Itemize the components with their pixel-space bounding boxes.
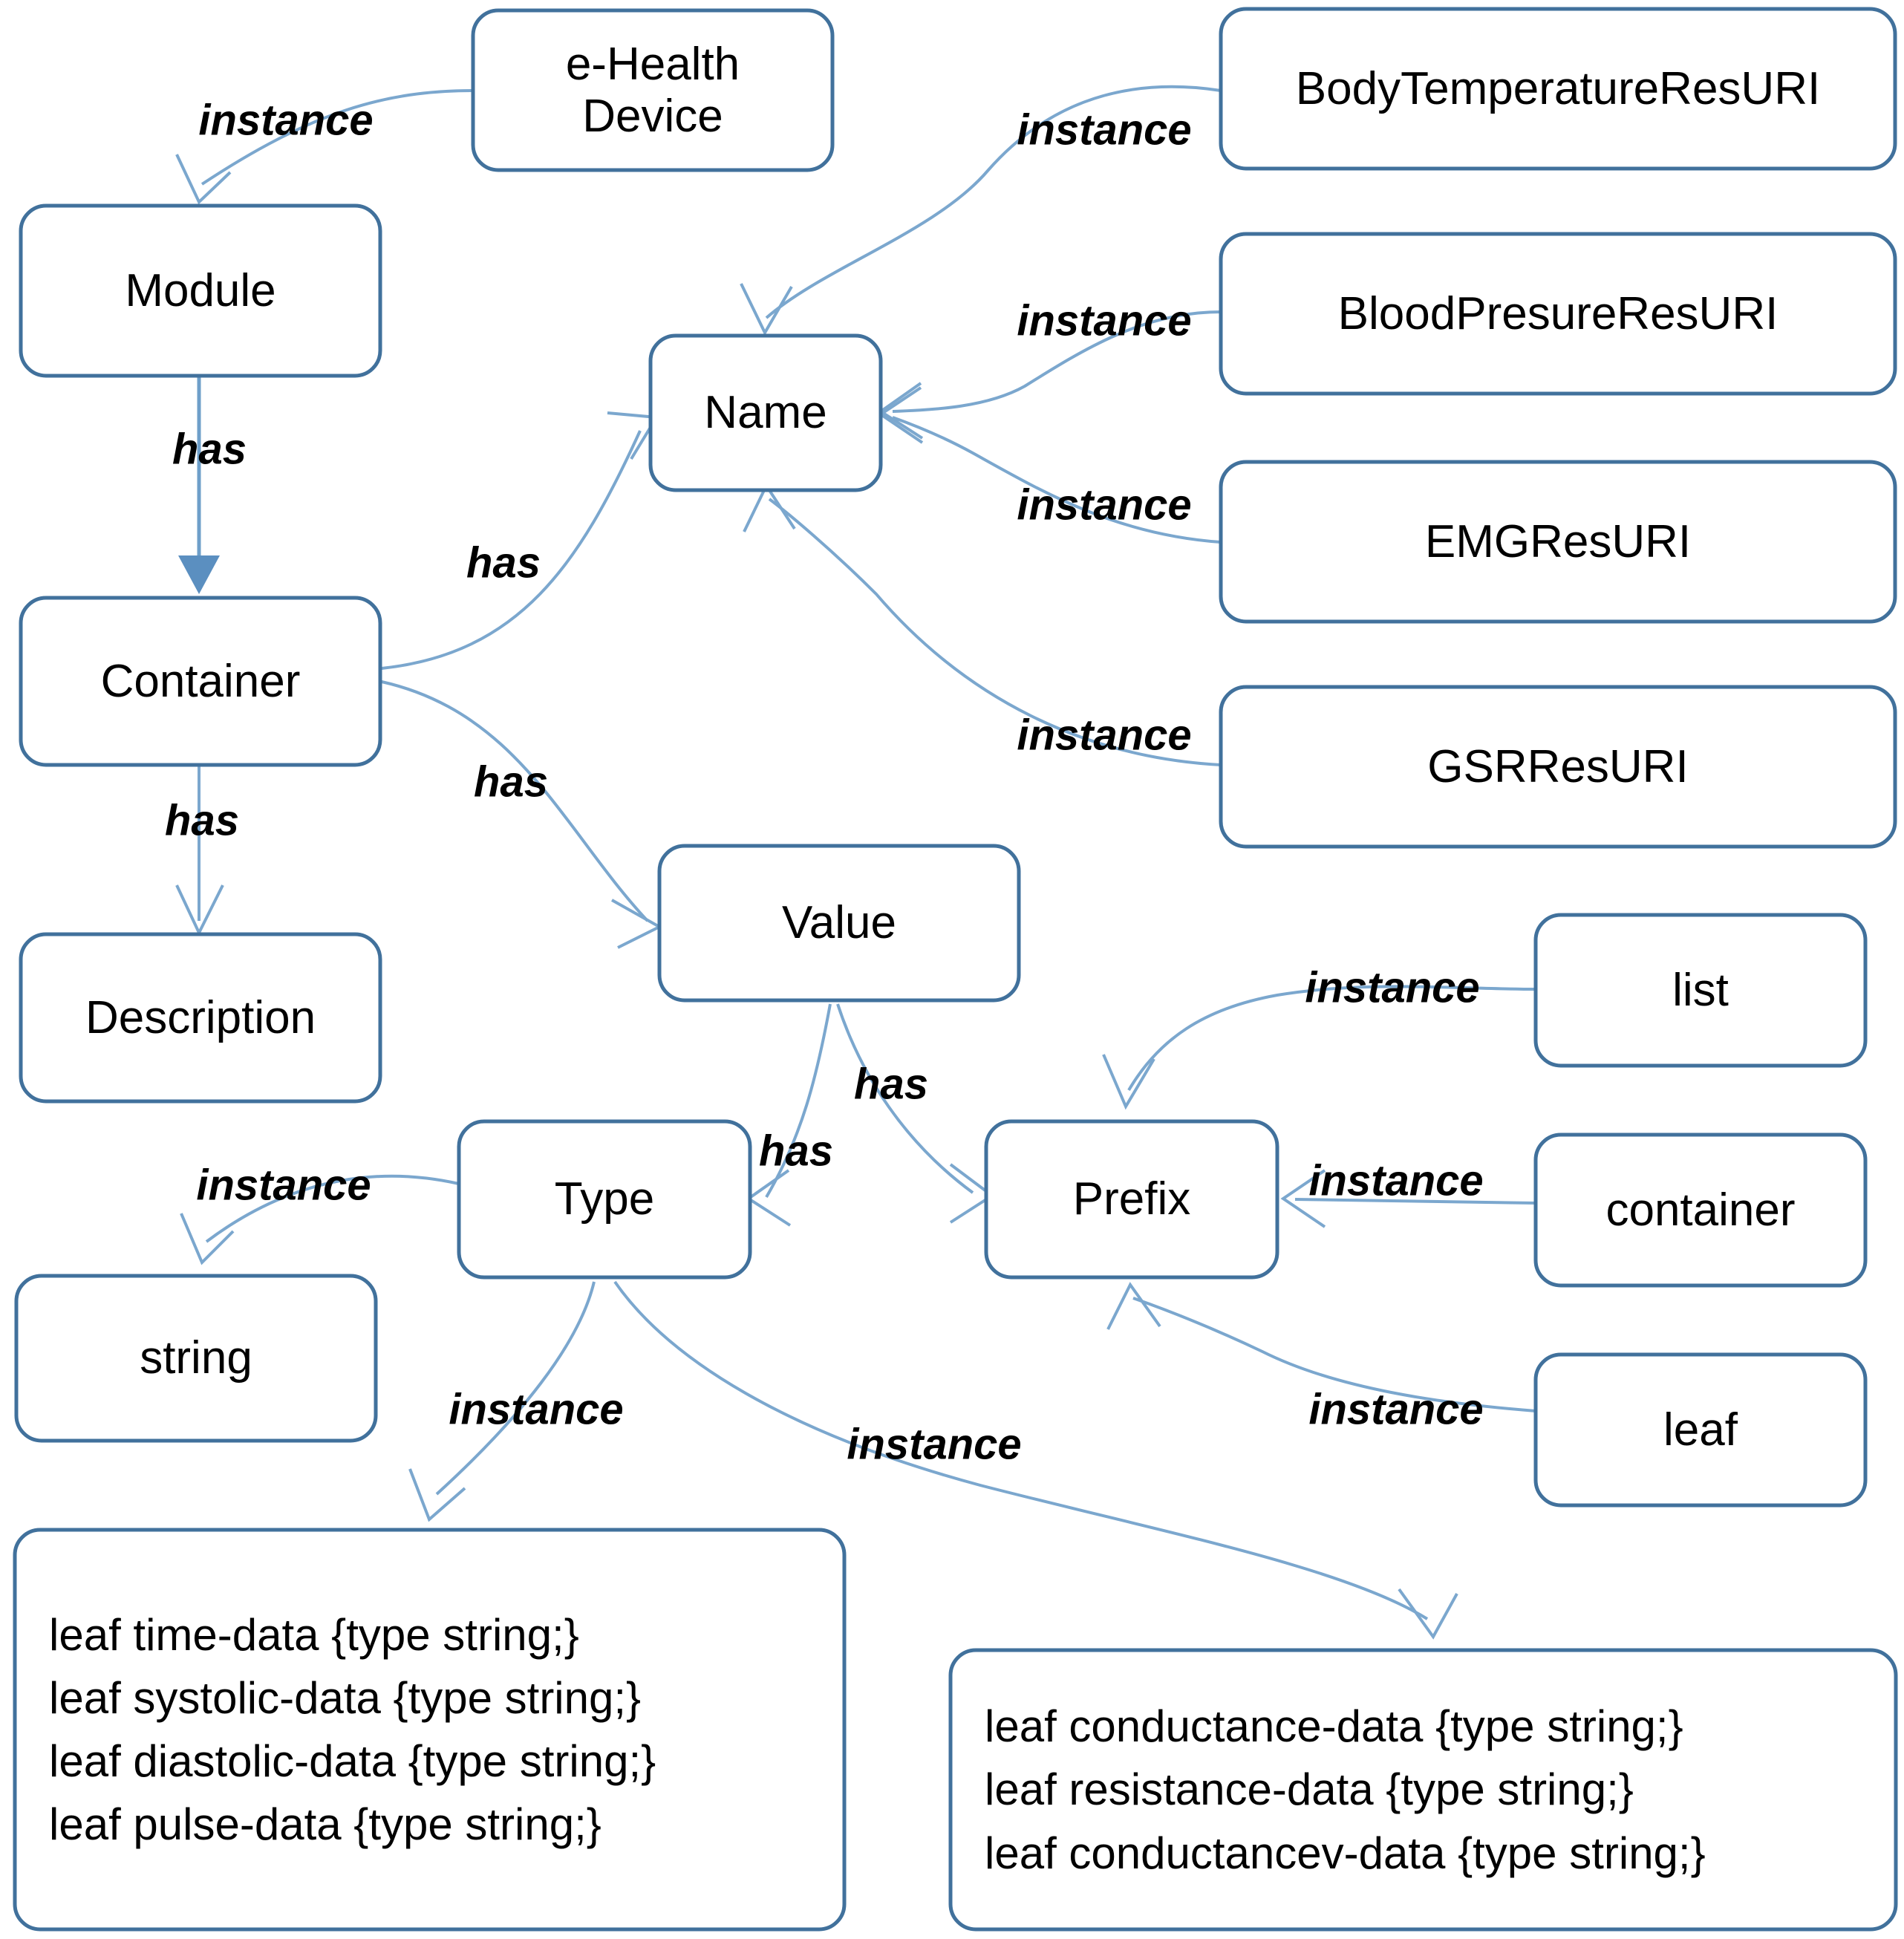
edge-label-instance-type-string: instance	[196, 1161, 371, 1210]
edge-value-prefix	[836, 1003, 995, 1224]
node-string[interactable]	[14, 1274, 378, 1443]
edge-value-type	[746, 1003, 832, 1227]
edge-label-instance-leaf-prefix: instance	[1308, 1385, 1484, 1434]
edge-label-instance-bodytemp-name: instance	[1017, 105, 1192, 154]
edge-type-gsrleaves	[613, 1280, 1458, 1640]
node-type[interactable]	[457, 1119, 752, 1280]
node-gsr-resuri[interactable]	[1219, 685, 1897, 849]
edge-type-bpleaves	[408, 1281, 596, 1522]
node-ehealth-device[interactable]	[471, 8, 835, 172]
edge-type-string	[180, 1174, 460, 1265]
edge-label-instance-gsr-name: instance	[1017, 711, 1192, 760]
node-leaf[interactable]	[1533, 1352, 1868, 1508]
node-gsr-leaves[interactable]	[948, 1648, 1898, 1932]
edge-module-container	[178, 377, 220, 594]
edge-bodytemp-name	[740, 85, 1222, 336]
edge-label-instance-type-gsrleaves: instance	[847, 1420, 1022, 1469]
node-rects	[13, 7, 1898, 1932]
edge-label-instance-container-prefix: instance	[1308, 1156, 1484, 1205]
node-bloodpresure-resuri[interactable]	[1219, 232, 1897, 396]
edge-container-description	[175, 766, 224, 936]
edge-label-instance-list-prefix: instance	[1305, 963, 1480, 1012]
edge-label-has-value-prefix: has	[854, 1060, 928, 1109]
edge-label-has-value-type: has	[759, 1127, 833, 1176]
edge-label-has-container-value: has	[474, 757, 548, 806]
edge-label-instance-bloodpresure-name: instance	[1017, 296, 1192, 345]
node-container[interactable]	[19, 596, 382, 767]
node-prefix[interactable]	[984, 1119, 1279, 1280]
node-value[interactable]	[657, 844, 1021, 1003]
edge-list-prefix	[1102, 985, 1536, 1110]
node-bloodpressure-leaves[interactable]	[13, 1528, 847, 1932]
node-list[interactable]	[1533, 913, 1868, 1068]
node-container-leaf[interactable]	[1533, 1133, 1868, 1288]
node-bodytemperature-resuri[interactable]	[1219, 7, 1897, 171]
node-emg-resuri[interactable]	[1219, 460, 1897, 624]
edge-ehealth-module	[175, 89, 474, 205]
edge-label-instance-ehealth-module: instance	[198, 96, 374, 145]
edge-label-instance-type-bpleaves: instance	[449, 1385, 624, 1434]
edge-container-value	[381, 680, 663, 949]
edge-label-has-container-name: has	[466, 538, 541, 587]
node-description[interactable]	[19, 932, 382, 1104]
node-module[interactable]	[19, 203, 382, 378]
edge-leaf-prefix	[1106, 1282, 1536, 1412]
edge-label-instance-emg-name: instance	[1017, 480, 1192, 529]
edge-container-prefix	[1280, 1169, 1536, 1228]
edge-label-has-module-container: has	[172, 425, 247, 474]
edge-label-has-container-description: has	[165, 796, 239, 845]
node-name[interactable]	[648, 333, 883, 492]
